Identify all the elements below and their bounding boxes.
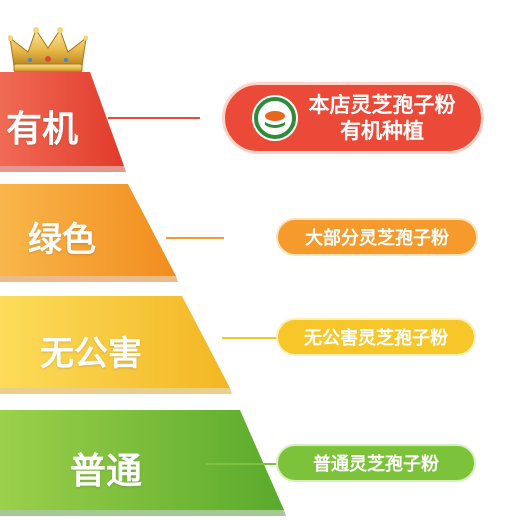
badge-pollution-free-label: 无公害灵芝孢子粉 xyxy=(304,328,448,349)
badge-organic-line2: 有机种植 xyxy=(340,119,424,143)
badge-organic-line1: 本店灵芝孢子粉 xyxy=(308,92,456,117)
organic-certification-seal-icon xyxy=(251,95,298,141)
tier-label-green: 绿色 xyxy=(28,220,96,260)
connector-line xyxy=(108,117,200,119)
tier-label-regular: 普通 xyxy=(70,451,143,492)
tier-organic: 有机 xyxy=(0,72,130,172)
badge-green: 大部分灵芝孢子粉 xyxy=(276,218,478,256)
badge-organic: 本店灵芝孢子粉 有机种植 xyxy=(222,82,484,154)
connector-line xyxy=(222,337,278,339)
tier-label-pollution-free: 无公害 xyxy=(40,334,142,374)
badge-regular: 普通灵芝孢子粉 xyxy=(276,444,476,482)
badge-green-label: 大部分灵芝孢子粉 xyxy=(305,228,449,249)
tier-regular: 普通 xyxy=(0,410,290,516)
connector-line xyxy=(206,463,282,465)
crown-icon xyxy=(8,27,88,73)
connector-line xyxy=(166,237,224,239)
tier-green: 绿色 xyxy=(0,184,182,284)
badge-pollution-free: 无公害灵芝孢子粉 xyxy=(276,318,476,356)
badge-regular-label: 普通灵芝孢子粉 xyxy=(313,454,439,475)
tier-label-organic: 有机 xyxy=(6,109,79,150)
tier-pollution-free: 无公害 xyxy=(0,296,236,396)
